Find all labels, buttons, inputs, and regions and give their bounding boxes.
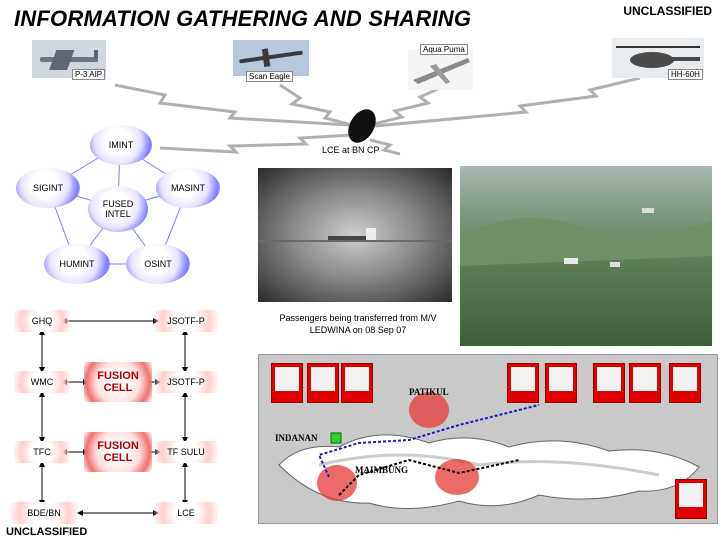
threat-card <box>629 363 661 403</box>
lightning-bolt-p3 <box>114 83 351 127</box>
bde-bn-node: BDE/BN <box>10 502 78 524</box>
threat-card <box>307 363 339 403</box>
fusion-cell-bottom-node: FUSION CELL <box>84 432 152 472</box>
threat-card <box>593 363 625 403</box>
target-area-indanan <box>317 465 357 501</box>
satellite-dish-icon <box>348 109 376 143</box>
fused-intel-node: FUSED INTEL <box>102 199 134 219</box>
tfc-node: TFC <box>14 441 70 463</box>
scan-eagle-label: Scan Eagle <box>246 71 293 82</box>
fusion-cell-top-node: FUSION CELL <box>84 362 152 402</box>
humint-node: HUMINT <box>59 259 95 269</box>
scan-eagle-image <box>233 40 309 76</box>
ship-transfer-caption: Passengers being transferred from M/V LE… <box>279 313 437 335</box>
ghq-node: GHQ <box>14 310 70 332</box>
wmc-node: WMC <box>14 371 70 393</box>
jsotf-p-mid-node: JSOTF-P <box>154 371 218 393</box>
hh60-label: HH-60H <box>668 69 703 80</box>
place-maimbung: MAIMBUNG <box>355 465 408 475</box>
osint-node-glow <box>126 244 190 284</box>
threat-card <box>669 363 701 403</box>
p3-label: P-3 AIP <box>72 69 106 80</box>
aerial-terrain-photo <box>460 166 712 346</box>
sigint-node-glow <box>16 168 80 208</box>
aqua-puma-image <box>408 50 473 90</box>
aqua-puma-label: Aqua Puma <box>420 44 468 55</box>
route-blue <box>317 404 540 478</box>
threat-card <box>675 479 707 519</box>
threat-card <box>507 363 539 403</box>
place-patikul: PATIKUL <box>409 387 449 397</box>
place-indanan: INDANAN <box>275 433 318 443</box>
target-area-patikul <box>409 392 449 428</box>
threat-card <box>341 363 373 403</box>
imint-node: IMINT <box>108 140 134 150</box>
lce-bn-cp-label: LCE at BN CP <box>322 145 380 155</box>
threat-card <box>545 363 577 403</box>
classification-top: UNCLASSIFIED <box>623 4 712 18</box>
classification-bottom: UNCLASSIFIED <box>6 526 88 538</box>
target-area-maimbung <box>435 459 479 495</box>
osint-node: OSINT <box>144 259 172 269</box>
lightning-bolt-imint <box>159 133 353 154</box>
masint-node: MASINT <box>170 183 205 193</box>
jsotf-p-top-node: JSOTF-P <box>154 310 218 332</box>
hh60-image <box>612 38 704 78</box>
page-title: INFORMATION GATHERING AND SHARING <box>14 6 472 31</box>
indanan-marker <box>330 432 342 444</box>
imint-node-glow <box>90 125 152 165</box>
lightning-bolt-scan-eagle <box>279 83 353 127</box>
thermal-ship-image <box>258 168 452 302</box>
lightning-bolt-hh60 <box>374 76 641 128</box>
island-shape <box>278 434 700 509</box>
route-black <box>338 458 520 496</box>
masint-node-glow <box>156 168 220 208</box>
lightning-bolt-aqua <box>369 86 441 127</box>
threat-card <box>271 363 303 403</box>
fused-intel-node-glow <box>88 186 148 232</box>
p3-aircraft-image <box>32 40 106 78</box>
sigint-node: SIGINT <box>32 183 63 193</box>
sulu-island-map: PATIKUL INDANAN MAIMBUNG <box>258 354 718 524</box>
humint-node-glow <box>44 244 110 284</box>
tf-sulu-node: TF SULU <box>154 441 218 463</box>
lightning-bolt-lce <box>369 138 401 156</box>
lce-node: LCE <box>154 502 218 524</box>
